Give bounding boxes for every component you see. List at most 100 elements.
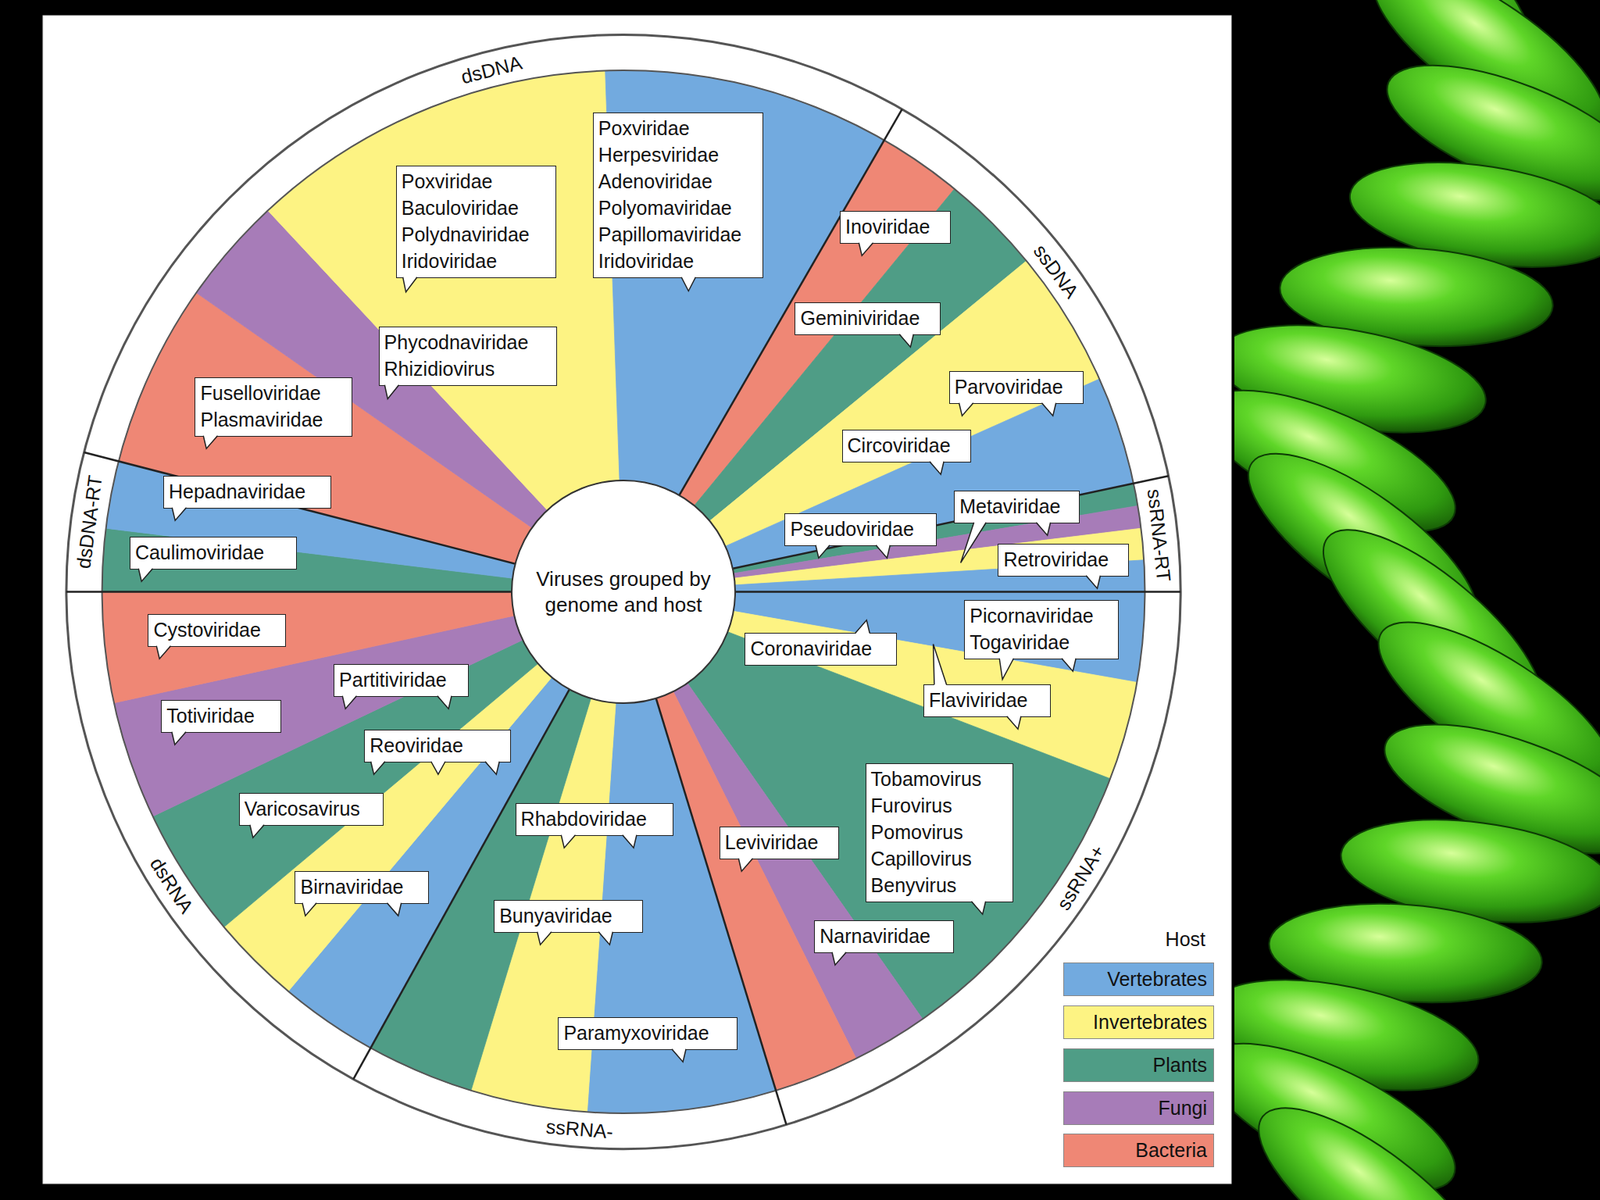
pointer-line [371, 761, 386, 775]
pointer-fill [621, 833, 636, 848]
pointer-line [999, 658, 1014, 680]
pointer-fill [598, 931, 613, 946]
pointer-line [598, 932, 613, 945]
family-name: Fuselloviridae [200, 379, 347, 407]
family-name: Furovirus [871, 792, 1008, 819]
callout-pointer [795, 303, 797, 304]
callout-pointer [842, 430, 844, 432]
genome-label: ssRNA+ [1052, 840, 1110, 914]
pointer-fill [371, 760, 386, 775]
family-name: Narnaviridae [819, 922, 949, 950]
pointer-line [621, 835, 636, 848]
pointer-line [537, 932, 552, 945]
white-panel [42, 15, 1232, 1184]
family-name: Capillovirus [871, 845, 1008, 872]
family-name: Rhabdoviridae [521, 805, 668, 833]
legend-title: Host [1078, 928, 1206, 951]
pointer-line [171, 507, 186, 520]
pointer-fill [832, 951, 847, 966]
pointer-fill [671, 1048, 686, 1063]
genome-label: ssDNA [1029, 240, 1084, 303]
pointer-fill [387, 902, 402, 917]
legend-text: Invertebrates [1092, 1010, 1208, 1034]
family-callout: Hepadnaviridae [163, 475, 333, 509]
pointer-line [302, 903, 317, 916]
legend-text: Bacteria [1135, 1139, 1208, 1162]
family-name: Metaviridae [959, 492, 1075, 520]
callout-pointer [954, 491, 956, 493]
callout-pointer [164, 476, 165, 478]
pointer-fill [437, 695, 452, 710]
family-name: Leviviridae [725, 828, 834, 856]
family-name: Cystoviridae [153, 616, 280, 643]
legend-text: Plants [1153, 1053, 1208, 1077]
family-name: Flaviviridae [928, 686, 1046, 714]
pointer-line [832, 952, 847, 965]
family-name: Parvoviridae [954, 373, 1079, 400]
genome-ring [66, 34, 1181, 1149]
pointer-line [738, 858, 753, 872]
family-callout: Circoviridae [842, 429, 972, 463]
pointer-fill [855, 620, 870, 635]
family-callout: Parvoviridae [949, 371, 1084, 404]
pointer-fill [815, 543, 830, 558]
pointer-line [681, 276, 696, 291]
genome-label: ssRNA-RT [1143, 488, 1175, 583]
family-name: Polyomaviridae [598, 194, 758, 222]
callout-pointer [161, 700, 163, 702]
pointer-line [485, 761, 500, 775]
callout-pointer [379, 327, 381, 329]
pointer-fill [249, 823, 264, 838]
legend-text: Vertebrates [1107, 967, 1208, 991]
family-name: Inoviridae [845, 213, 946, 240]
callout-pointer [148, 614, 150, 616]
pointer-fill [875, 543, 890, 558]
capsid-lobe [1234, 1078, 1510, 1200]
pointer-fill [928, 460, 943, 475]
family-name: Paramyxoviridae [563, 1019, 733, 1047]
pointer-fill [171, 731, 186, 746]
callout-pointer [593, 113, 595, 115]
legend-swatch: Vertebrates [1063, 962, 1215, 997]
callout-pointer [720, 827, 722, 829]
pointer-line [875, 545, 890, 558]
family-name: Caulimoviridae [135, 539, 292, 566]
family-name: Phycodnaviridae [384, 328, 553, 356]
pointer-fill [899, 332, 914, 347]
pointer-fill [933, 644, 947, 686]
pointer-line [560, 835, 575, 848]
pointer-fill [681, 275, 696, 291]
callout-pointer [558, 1017, 560, 1019]
family-name: Bunyaviridae [499, 902, 638, 929]
callout-pointer [950, 371, 951, 373]
pointer-line [171, 732, 186, 745]
callout-pointer [396, 166, 398, 168]
family-name: Picornaviridae [969, 602, 1113, 629]
pointer-fill [302, 902, 317, 917]
pointer-line [928, 461, 943, 475]
callout-pointer [130, 537, 132, 539]
genome-label: dsRNA [145, 853, 198, 918]
legend-swatch: Bacteria [1063, 1133, 1215, 1168]
genome-label: ssRNA- [544, 1114, 614, 1143]
family-callout: Paramyxoviridae [557, 1017, 738, 1050]
family-callout: TobamovirusFurovirusPomovirusCapilloviru… [865, 763, 1014, 903]
family-callout: Varicosavirus [239, 792, 384, 826]
pointer-line [342, 696, 357, 709]
family-callout: Pseudoviridae [784, 513, 937, 547]
pointer-line [899, 333, 914, 347]
family-name: Papillomaviridae [598, 221, 758, 248]
pointer-fill [960, 521, 987, 564]
pointer-line [1041, 403, 1056, 416]
pointer-fill [342, 695, 357, 710]
pointer-line [858, 242, 873, 256]
callout-pointer [964, 600, 966, 602]
family-name: Poxviridae [401, 167, 551, 195]
pointer-fill [1036, 521, 1051, 536]
family-name: Retroviridae [1003, 546, 1123, 573]
pointer-line [1007, 716, 1022, 729]
family-name: Baculoviridae [401, 194, 551, 222]
pointer-line [387, 903, 402, 916]
family-name: Tobamovirus [871, 765, 1008, 793]
pointer-fill [431, 760, 446, 775]
